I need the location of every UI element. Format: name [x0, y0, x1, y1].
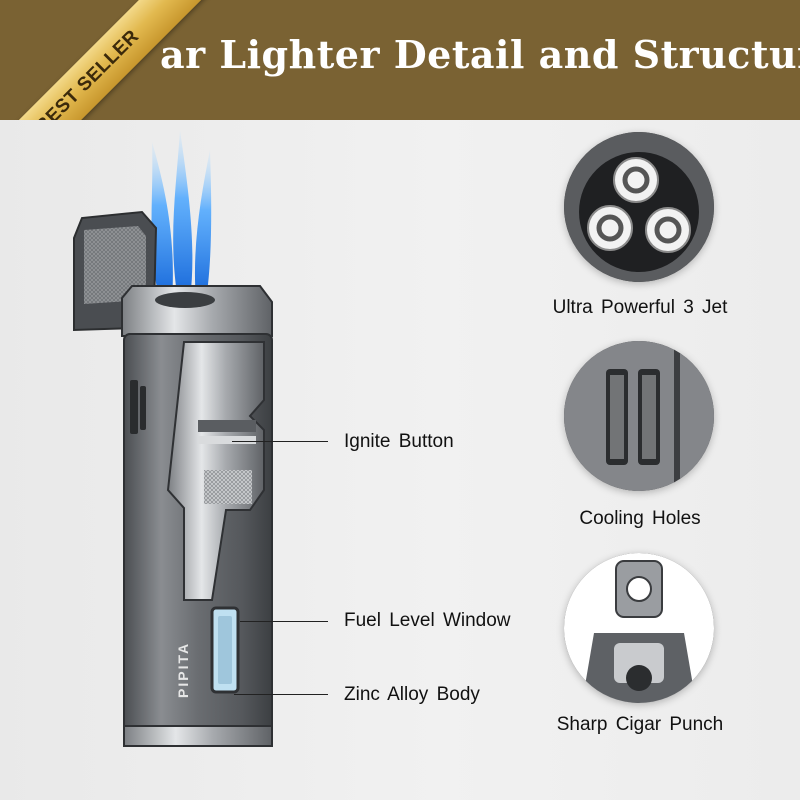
zinc-body-callout-line: [234, 694, 328, 695]
zinc-body-label: Zinc Alloy Body: [344, 684, 480, 705]
lighter-illustration: PIPITA: [73, 130, 273, 747]
triple-jet-detail-image: [564, 132, 714, 282]
triple-jet-icon: [564, 132, 714, 282]
cigar-punch-label: Sharp Cigar Punch: [556, 714, 724, 735]
cigar-punch-detail-image: [564, 553, 714, 703]
triple-jet-label: Ultra Powerful 3 Jet: [552, 297, 728, 318]
fuel-window-label: Fuel Level Window: [344, 610, 511, 631]
lighter-product-image: PIPITA: [50, 130, 350, 770]
cooling-holes-label: Cooling Holes: [579, 508, 701, 529]
brand-mark: PIPITA: [175, 642, 191, 698]
fuel-window-callout-line: [240, 621, 328, 622]
cooling-vent-icon: [564, 341, 714, 491]
ignite-button-callout-line: [232, 441, 328, 442]
cigar-punch-icon: [564, 553, 714, 703]
cooling-holes-detail-image: [564, 341, 714, 491]
flame-icon: [151, 130, 212, 300]
page-title: ar Lighter Detail and Structure: [160, 32, 800, 77]
ignite-button-label: Ignite Button: [344, 431, 454, 452]
